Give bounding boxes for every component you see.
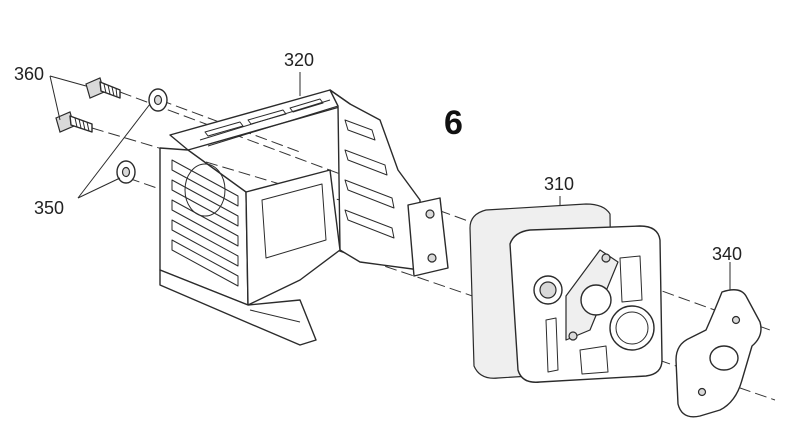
callout-360-screws: 360: [14, 64, 45, 84]
washer-part-upper: [148, 88, 168, 112]
callout-350-washers: 350: [34, 198, 65, 218]
screw-part-upper: [85, 77, 121, 99]
callout-340-gasket: 340: [712, 244, 743, 264]
screw-part-lower: [55, 111, 93, 133]
step-number: 6: [444, 104, 463, 142]
callout-310-muffler: 310: [544, 174, 575, 194]
callout-320-muffler-guard: 320: [284, 50, 315, 70]
gasket-part: [675, 289, 762, 418]
leader-lines: [49, 72, 731, 290]
muffler-part: [469, 203, 663, 383]
muffler-guard-part: [159, 89, 449, 346]
washer-part-lower: [116, 160, 136, 184]
